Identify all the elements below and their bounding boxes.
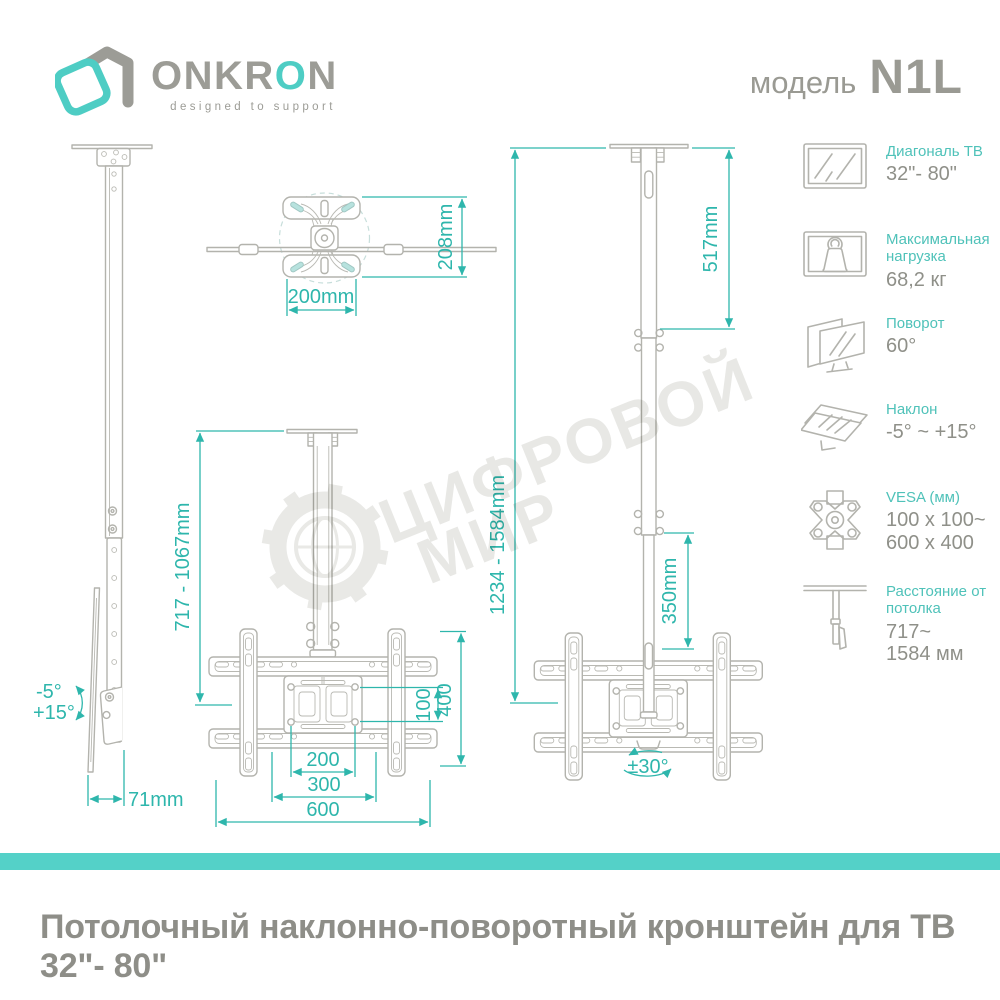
onkron-logo-icon	[55, 46, 134, 116]
spec-value: 60°	[886, 335, 917, 358]
dimension-annotations: 208mm 200mm -5° +15° 71mm 717 - 1067mm 4…	[33, 147, 735, 827]
vesa-icon	[800, 489, 870, 554]
brand-name: ONKRON	[151, 54, 338, 98]
spec-value: 717~	[886, 620, 932, 643]
accent-bar	[0, 853, 1000, 870]
side-view-drawing	[71, 144, 153, 773]
gear-globe-watermark-icon	[261, 483, 389, 611]
spec-value-line2: 600 x 400	[886, 531, 974, 554]
dim-swivel: ±30°	[627, 756, 668, 778]
model-label: модель	[749, 65, 857, 100]
model-value: N1L	[869, 51, 963, 104]
spec-item-ceiling-distance: Расстояние от потолка 717~ 1584 мм	[800, 583, 996, 665]
spec-value: -5° ~ +15°	[886, 421, 977, 444]
spec-value-line2: 1584 мм	[886, 642, 964, 665]
top-view-drawing	[206, 192, 497, 284]
spec-label: Максимальная нагрузка	[886, 231, 990, 266]
dim-profile-depth: 71mm	[128, 789, 184, 811]
dim-height-retracted: 717 - 1067mm	[172, 503, 194, 632]
front-view-extended-drawing	[533, 143, 763, 781]
dim-vesa-200: 200	[306, 749, 339, 771]
spec-item-max-load: Максимальная нагрузка 68,2 кг	[800, 231, 996, 291]
dim-vesa-600: 600	[306, 799, 339, 821]
tv-diagonal-icon	[800, 143, 870, 190]
spec-label: Расстояние от потолка	[886, 583, 987, 618]
watermark: ЦИФРОВОЙ МИР	[261, 343, 765, 611]
spec-item-tilt: Наклон -5° ~ +15°	[800, 401, 996, 457]
dim-plate-depth: 208mm	[435, 204, 457, 271]
dim-plate-width: 200mm	[288, 286, 355, 308]
ceiling-distance-icon	[800, 583, 870, 665]
brand-logo: ONKRON designed to support	[55, 40, 338, 116]
dim-tilt-up: -5°	[36, 681, 62, 703]
spec-value: 32"- 80"	[886, 163, 957, 186]
spec-item-vesa: VESA (мм) 100 x 100~ 600 x 400	[800, 489, 996, 554]
spec-item-swivel: Поворот 60°	[800, 315, 996, 375]
dim-upper-pole: 517mm	[700, 206, 722, 273]
tilt-icon	[800, 401, 870, 457]
max-load-icon	[800, 231, 870, 291]
spec-label: Наклон	[886, 401, 938, 418]
swivel-icon	[800, 315, 870, 375]
spec-value: 68,2 кг	[886, 268, 947, 291]
spec-label: VESA (мм)	[886, 489, 960, 506]
spec-value: 100 x 100~	[886, 509, 986, 532]
dim-height-extended: 1234 - 1584mm	[487, 475, 509, 615]
spec-label: Поворот	[886, 315, 945, 332]
brand-tagline: designed to support	[170, 101, 336, 113]
spec-label: Диагональ ТВ	[886, 143, 983, 160]
dim-tilt-down: +15°	[33, 702, 75, 724]
product-title: Потолочный наклонно-поворотный кронштейн…	[40, 908, 956, 985]
dim-vesa-300: 300	[307, 774, 340, 796]
model-badge: модель N1L	[750, 50, 963, 105]
spec-item-diagonal: Диагональ ТВ 32"- 80"	[800, 143, 996, 190]
dim-vesa-100: 100	[413, 688, 435, 721]
dim-telescope-extension: 350mm	[659, 558, 681, 625]
dim-vesa-400: 400	[434, 683, 456, 716]
